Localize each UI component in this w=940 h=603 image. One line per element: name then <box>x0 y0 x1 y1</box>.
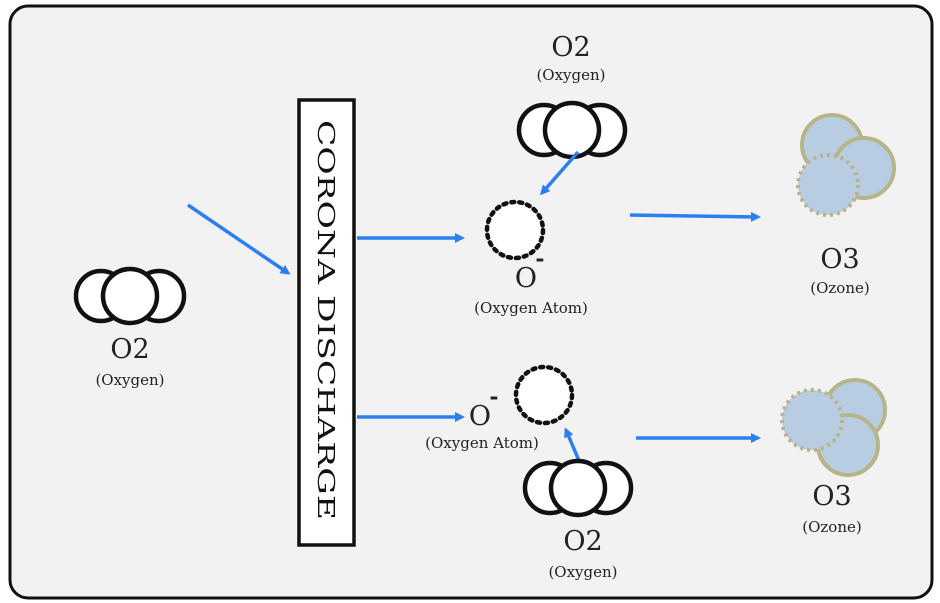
bottom-oxygen-atom: O - (Oxygen Atom) <box>425 364 575 452</box>
oxygen-molecule-icon <box>73 266 187 326</box>
top-oxygen-molecule: O2 (Oxygen) <box>516 32 628 160</box>
oxygen-molecule-icon <box>516 100 628 160</box>
corona-discharge-box: CORONA DISCHARGE <box>297 98 356 547</box>
top-oxygen-formula: O2 <box>551 32 590 63</box>
top-atom-name: (Oxygen Atom) <box>474 299 588 317</box>
bottom-ozone-name: (Ozone) <box>802 518 861 536</box>
oxygen-atom-icon <box>513 364 575 426</box>
input-oxygen-formula: O2 <box>110 334 149 365</box>
corona-discharge-label: CORONA DISCHARGE <box>312 120 338 520</box>
bottom-ozone-molecule: O3 (Ozone) <box>780 378 887 536</box>
arrow-icon <box>564 427 582 464</box>
input-oxygen-molecule: O2 (Oxygen) <box>73 266 187 389</box>
arrow-icon <box>629 211 761 222</box>
bottom-atom-charge: - <box>489 384 498 410</box>
input-oxygen-name: (Oxygen) <box>95 371 164 389</box>
bottom-oxygen-formula: O2 <box>563 526 602 557</box>
oxygen-molecule-icon <box>522 458 634 518</box>
top-ozone-name: (Ozone) <box>810 279 869 297</box>
ozone-molecule-icon <box>796 113 896 217</box>
bottom-atom-name: (Oxygen Atom) <box>425 434 539 452</box>
oxygen-atom-icon <box>484 199 546 261</box>
arrow-icon <box>540 150 580 196</box>
bottom-atom-symbol: O <box>469 401 491 432</box>
top-ozone-molecule: O3 (Ozone) <box>796 113 896 297</box>
top-oxygen-atom: O - (Oxygen Atom) <box>474 199 588 317</box>
ozone-molecule-icon <box>780 378 887 477</box>
top-atom-charge: - <box>535 246 544 272</box>
diagram-panel <box>8 4 934 600</box>
bottom-ozone-formula: O3 <box>812 481 851 512</box>
arrow-icon <box>187 203 291 275</box>
bottom-oxygen-name: (Oxygen) <box>548 563 617 581</box>
top-ozone-formula: O3 <box>820 244 859 275</box>
top-atom-symbol: O <box>515 263 537 294</box>
top-oxygen-name: (Oxygen) <box>536 66 605 84</box>
bottom-oxygen-molecule: O2 (Oxygen) <box>522 458 634 581</box>
